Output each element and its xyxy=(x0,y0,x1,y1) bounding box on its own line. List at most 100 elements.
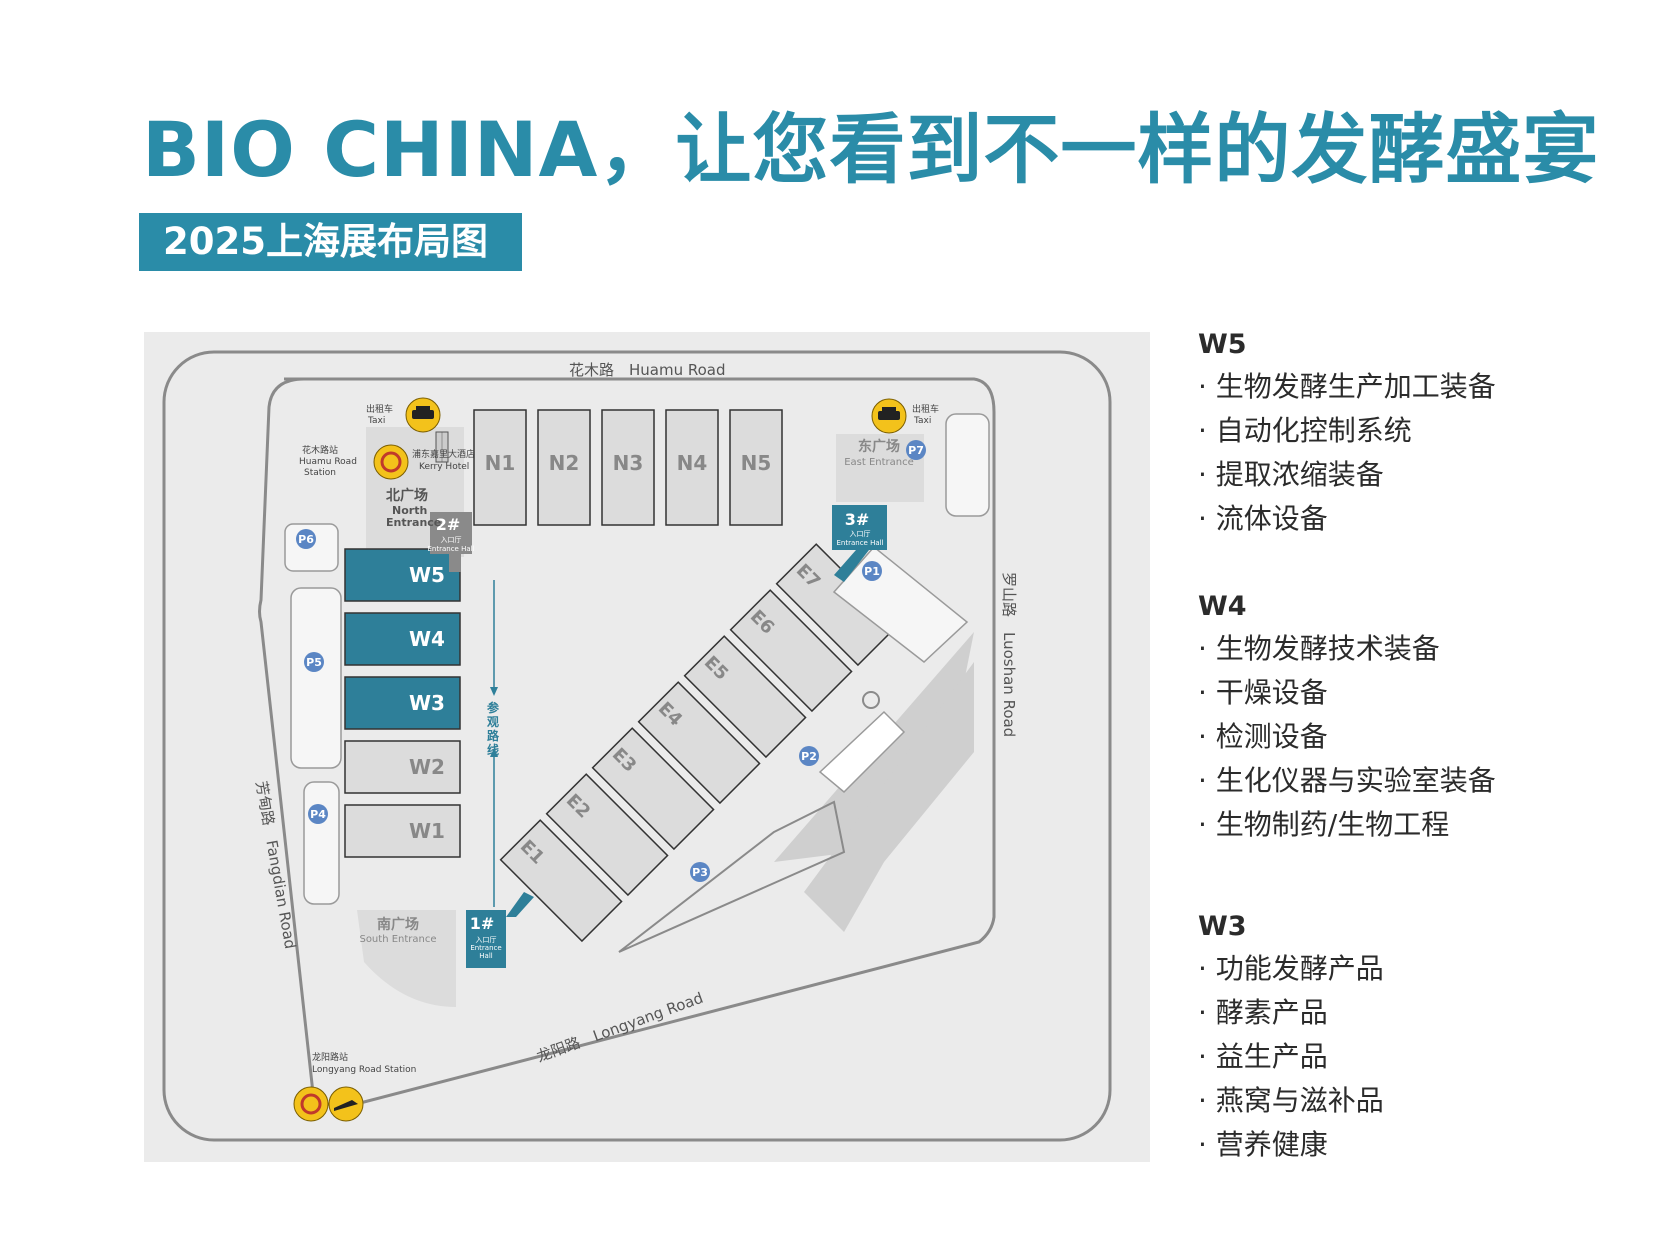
entrance-hall-1: 1# 入口厅 Entrance Hall xyxy=(466,892,534,968)
road-east: 罗山路 Luoshan Road xyxy=(1000,572,1018,737)
parking-p1: P1 xyxy=(862,561,882,581)
hotel-icon xyxy=(435,431,449,463)
svg-text:Taxi: Taxi xyxy=(367,416,385,426)
legend-item: · 功能发酵产品 xyxy=(1198,952,1384,985)
hall-w2: W2 xyxy=(344,740,461,794)
svg-text:Longyang Road Station: Longyang Road Station xyxy=(312,1065,416,1075)
parking-p4: P4 xyxy=(308,804,328,824)
svg-text:East Entrance: East Entrance xyxy=(844,457,914,468)
train-icon xyxy=(328,1086,364,1122)
legend-item: · 干燥设备 xyxy=(1198,676,1328,709)
svg-text:South Entrance: South Entrance xyxy=(359,934,436,945)
svg-text:W2: W2 xyxy=(409,755,445,779)
legend-item: · 酵素产品 xyxy=(1198,996,1328,1029)
svg-text:W5: W5 xyxy=(409,563,445,587)
svg-text:入口厅: 入口厅 xyxy=(441,536,462,544)
svg-text:1#: 1# xyxy=(470,914,495,933)
svg-text:P6: P6 xyxy=(298,533,314,546)
svg-text:龙阳路站: 龙阳路站 xyxy=(312,1051,348,1063)
legend-group-w3: W3 · 功能发酵产品 · 酵素产品 · 益生产品 · 燕窝与滋补品 · 营养健康 xyxy=(1198,907,1384,1167)
svg-text:Entrance: Entrance xyxy=(386,516,441,529)
svg-text:N2: N2 xyxy=(549,451,580,475)
legend-item: · 生物发酵生产加工装备 xyxy=(1198,370,1496,403)
svg-text:3#: 3# xyxy=(845,510,870,529)
svg-text:Huamu Road: Huamu Road xyxy=(299,457,357,467)
hall-n2: N2 xyxy=(537,409,591,526)
svg-text:出租车: 出租车 xyxy=(366,403,393,415)
legend-item: · 营养健康 xyxy=(1198,1128,1328,1161)
hall-n5: N5 xyxy=(729,409,783,526)
hall-e4: E4 xyxy=(637,681,761,805)
svg-text:花木路站: 花木路站 xyxy=(302,444,338,456)
svg-text:P2: P2 xyxy=(801,750,817,763)
svg-text:Entrance Hall: Entrance Hall xyxy=(427,545,474,553)
svg-text:线: 线 xyxy=(487,742,499,757)
taxi-icon xyxy=(871,398,907,434)
svg-text:W3: W3 xyxy=(409,691,445,715)
parking-p5: P5 xyxy=(304,652,324,672)
taxi-icon xyxy=(405,397,441,433)
legend-item: · 检测设备 xyxy=(1198,720,1328,753)
hall-e6: E6 xyxy=(729,589,853,713)
north-entrance-label: 北广场 xyxy=(386,487,428,504)
east-entrance-label: 东广场 xyxy=(858,438,900,455)
hall-w4: W4 xyxy=(344,612,461,666)
visit-route: 参 观 路 线 xyxy=(487,580,500,907)
svg-text:W4: W4 xyxy=(409,627,445,651)
hall-n3: N3 xyxy=(601,409,655,526)
legend-item: · 生物制药/生物工程 xyxy=(1198,808,1450,841)
svg-text:2#: 2# xyxy=(436,515,461,534)
legend-group-w5: W5· 生物发酵生产加工装备· 自动化控制系统· 提取浓缩装备· 流体设备 xyxy=(1198,325,1496,541)
svg-text:路: 路 xyxy=(487,728,500,743)
legend-group-w4: W4· 生物发酵技术装备· 干燥设备· 检测设备· 生化仪器与实验室装备· 生物… xyxy=(1198,587,1496,847)
svg-text:入口厅: 入口厅 xyxy=(850,530,871,538)
hall-w1: W1 xyxy=(344,804,461,858)
svg-text:Station: Station xyxy=(304,468,336,478)
south-plaza xyxy=(357,910,456,1007)
hall-n4: N4 xyxy=(665,409,719,526)
legend-item: · 生化仪器与实验室装备 xyxy=(1198,764,1496,797)
south-entrance-label: 南广场 xyxy=(377,916,419,933)
legend-item: · 益生产品 xyxy=(1198,1040,1328,1073)
legend-item: · 自动化控制系统 xyxy=(1198,414,1412,447)
hall-w5: W5 xyxy=(344,548,461,602)
hall-e5: E5 xyxy=(683,635,807,759)
hall-w3: W3 xyxy=(344,676,461,730)
hall-e7: E7 xyxy=(775,543,899,667)
legend-item: · 燕窝与滋补品 xyxy=(1198,1084,1384,1117)
legend-title: W5 xyxy=(1198,329,1247,360)
parking-p2: P2 xyxy=(799,746,819,766)
entrance-hall-2: 2# 入口厅 Entrance Hall xyxy=(427,512,475,572)
svg-text:Taxi: Taxi xyxy=(913,416,931,426)
svg-text:P1: P1 xyxy=(864,565,880,578)
hall-e2: E2 xyxy=(545,773,669,897)
entrance-hall-3: 3# 入口厅 Entrance Hall xyxy=(832,505,887,582)
svg-text:North: North xyxy=(392,504,427,517)
svg-text:出租车: 出租车 xyxy=(912,403,939,415)
svg-text:N4: N4 xyxy=(677,451,708,475)
page-title: BIO CHINA，让您看到不一样的发酵盛宴 xyxy=(142,105,1600,194)
svg-text:P4: P4 xyxy=(310,808,326,821)
svg-text:P3: P3 xyxy=(692,866,708,879)
hall-n1: N1 xyxy=(473,409,527,526)
map-subtitle: 2025上海展布局图 xyxy=(139,213,522,271)
svg-text:W1: W1 xyxy=(409,819,445,843)
legend-title: W4 xyxy=(1198,591,1247,622)
parking-p7: P7 xyxy=(906,440,926,460)
hall-e1: E1 xyxy=(499,819,623,943)
legend-title: W3 xyxy=(1198,911,1247,942)
svg-text:浦东嘉里大酒店: 浦东嘉里大酒店 xyxy=(412,448,475,460)
svg-text:Hall: Hall xyxy=(479,952,492,960)
east-plaza xyxy=(836,434,924,502)
metro-icon xyxy=(373,444,409,480)
hall-e3: E3 xyxy=(591,727,715,851)
svg-text:Entrance Hall: Entrance Hall xyxy=(836,539,883,547)
svg-text:N1: N1 xyxy=(485,451,516,475)
outer-road xyxy=(162,350,1112,1142)
road-north: 花木路 Huamu Road xyxy=(569,361,726,379)
svg-text:P7: P7 xyxy=(908,444,924,457)
legend-item: · 提取浓缩装备 xyxy=(1198,458,1384,491)
svg-text:观: 观 xyxy=(487,715,499,729)
svg-text:Entrance: Entrance xyxy=(470,944,501,952)
